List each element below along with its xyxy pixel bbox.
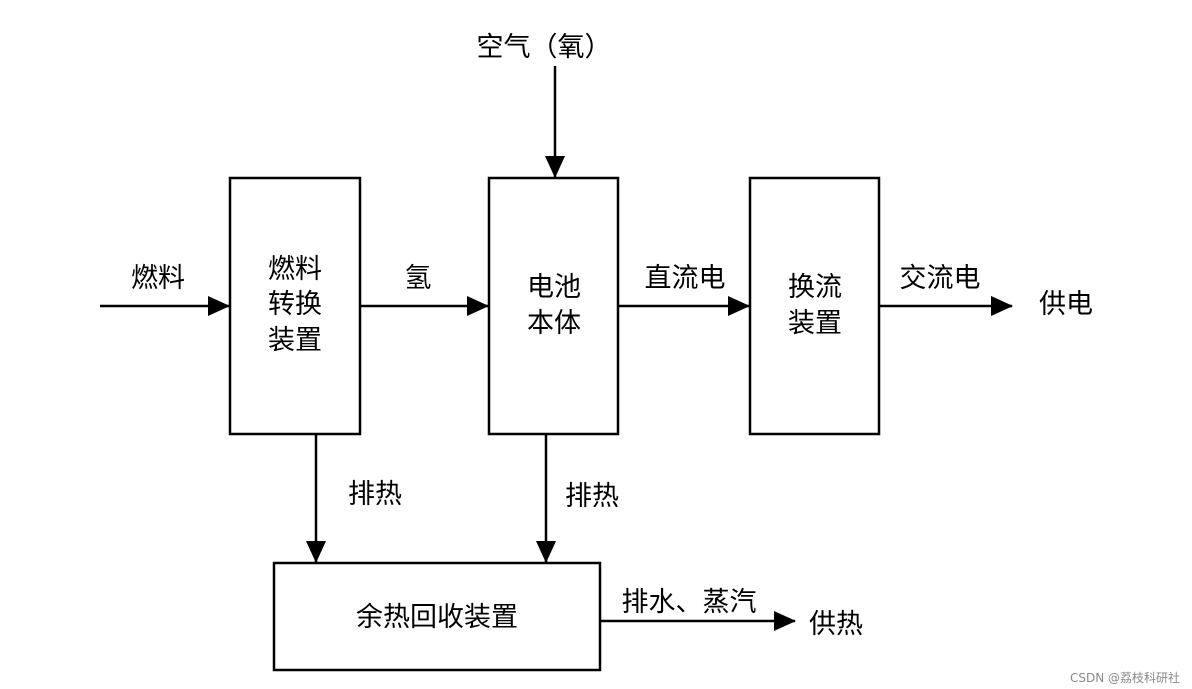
water-steam-label: 排水、蒸汽	[622, 587, 757, 618]
heat-recovery-label: 余热回收装置	[356, 602, 518, 633]
air-label: 空气（氧）	[477, 32, 612, 63]
inverter-label-1: 换流	[788, 272, 842, 303]
cell-body-label-2: 本体	[527, 308, 581, 339]
inverter-box	[748, 176, 881, 436]
hydrogen-label: 氢	[405, 263, 432, 294]
fuel-converter-label-2: 转换	[268, 289, 322, 320]
fuel-converter-box	[228, 176, 362, 436]
heat-recovery-box	[272, 561, 602, 672]
cell-body-label-1: 电池	[527, 272, 581, 303]
fuel-in-label: 燃料	[131, 263, 185, 294]
watermark-text: CSDN @荔枝科研社	[1070, 670, 1180, 685]
fuel-converter-label-1: 燃料	[268, 254, 322, 285]
fuel-converter-label-3: 装置	[268, 325, 322, 356]
power-supply-label: 供电	[1039, 289, 1093, 320]
exhaust-heat-label-1: 排热	[348, 479, 402, 510]
cell-body-box	[487, 176, 620, 436]
heat-supply-label: 供热	[809, 609, 863, 640]
dc-label: 直流电	[645, 263, 726, 294]
ac-label: 交流电	[900, 263, 981, 294]
exhaust-heat-label-2: 排热	[565, 481, 619, 512]
inverter-label-2: 装置	[788, 308, 842, 339]
